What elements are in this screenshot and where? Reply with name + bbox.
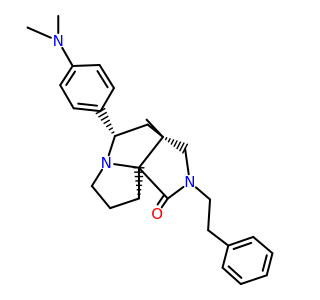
- bond-line: [166, 185, 185, 200]
- bond-line: [59, 64, 74, 87]
- bond-a13-a14: [90, 185, 112, 210]
- bond-line-second: [156, 194, 165, 206]
- hash-segment: [103, 119, 111, 125]
- bond-line: [61, 46, 74, 67]
- hash-segment: [105, 123, 112, 128]
- bond-line: [221, 266, 242, 285]
- bond-a25-a26: [227, 235, 255, 251]
- bond-a2-a4: [61, 46, 74, 67]
- bond-line-second: [65, 70, 76, 87]
- bond-line: [227, 235, 255, 247]
- bond-line: [207, 229, 230, 247]
- bond-a14-a15: [109, 197, 140, 210]
- bond-line: [90, 168, 104, 188]
- bond-a28-a29: [239, 274, 268, 285]
- bond-a26-a27: [252, 235, 274, 255]
- bond-a10-a11: [113, 123, 149, 138]
- hash-segment: [167, 137, 171, 143]
- bond-line: [72, 107, 102, 113]
- hash-segment: [108, 127, 114, 131]
- bond-a4-a5: [59, 64, 76, 87]
- bond-line: [71, 63, 101, 67]
- bond-line: [160, 197, 169, 209]
- bond-line-second: [227, 265, 243, 279]
- bond-a10-a12: [107, 135, 116, 157]
- bond-a21-a16: [137, 166, 169, 200]
- bond-line: [59, 84, 75, 110]
- bond-line: [265, 252, 274, 277]
- atom-label-n: N: [101, 154, 112, 172]
- bond-line: [99, 87, 115, 113]
- bond-a16-a15: [133, 167, 145, 195]
- atom-label-o: O: [151, 205, 163, 223]
- bond-a17-a19: [164, 136, 189, 154]
- bond-line-second: [232, 241, 253, 251]
- bond-a20-a21: [166, 185, 185, 200]
- bond-a27-a28: [261, 252, 274, 277]
- bond-line: [137, 136, 164, 169]
- hash-segment: [164, 136, 168, 141]
- atom-label-n: N: [184, 173, 195, 191]
- bond-a29-a30: [221, 265, 243, 285]
- bond-a8-a9: [96, 63, 115, 90]
- hash-segment: [100, 115, 109, 121]
- hash-segment: [98, 111, 108, 118]
- bond-line: [221, 244, 230, 269]
- molecule-structure-diagram: N N N O: [26, 15, 274, 285]
- bond-line: [26, 26, 52, 39]
- hash-segment: [111, 131, 115, 134]
- bond-a24-a25: [207, 229, 230, 247]
- bond-a17-a18: [145, 118, 164, 139]
- bond-line: [239, 274, 268, 285]
- bond-line: [90, 185, 112, 210]
- bond-line: [184, 147, 190, 176]
- bond-line: [145, 118, 164, 139]
- bond-line: [252, 235, 274, 255]
- hash-segment: [176, 141, 182, 150]
- bond-line-second: [96, 70, 109, 89]
- bond-line: [109, 197, 140, 210]
- bond-a7-a10: [95, 107, 115, 134]
- bond-a20-a23: [194, 186, 212, 201]
- bond-a23-a24: [207, 198, 212, 232]
- hash-segment: [170, 139, 175, 145]
- bond-a12-a13: [90, 168, 104, 188]
- bond-a1-a2: [26, 26, 52, 39]
- bond-a19-a20: [184, 147, 190, 176]
- hash-segment: [179, 142, 185, 152]
- bond-a9-a4: [71, 63, 101, 67]
- bond-a17-a16: [137, 136, 164, 169]
- bond-a7-a8: [99, 87, 115, 113]
- bond-line: [113, 123, 149, 138]
- bond-line: [207, 198, 212, 232]
- bond-layer: [26, 15, 274, 285]
- bond-line: [194, 186, 212, 201]
- hash-segment: [173, 140, 178, 148]
- bond-line-second: [77, 102, 99, 107]
- molecule-svg: N N N O: [26, 15, 274, 285]
- bond-a5-a6: [59, 84, 75, 110]
- bond-line: [137, 166, 169, 200]
- bond-a30-a25: [221, 244, 230, 269]
- bond-line: [98, 63, 115, 90]
- bond-line: [107, 135, 116, 157]
- bond-a21-a22: [156, 194, 169, 209]
- atom-label-layer: N N N O: [53, 32, 196, 223]
- bond-line-second: [261, 254, 268, 272]
- atom-label-n: N: [53, 32, 64, 50]
- hash-segment: [95, 107, 106, 115]
- bond-a6-a7: [72, 102, 102, 113]
